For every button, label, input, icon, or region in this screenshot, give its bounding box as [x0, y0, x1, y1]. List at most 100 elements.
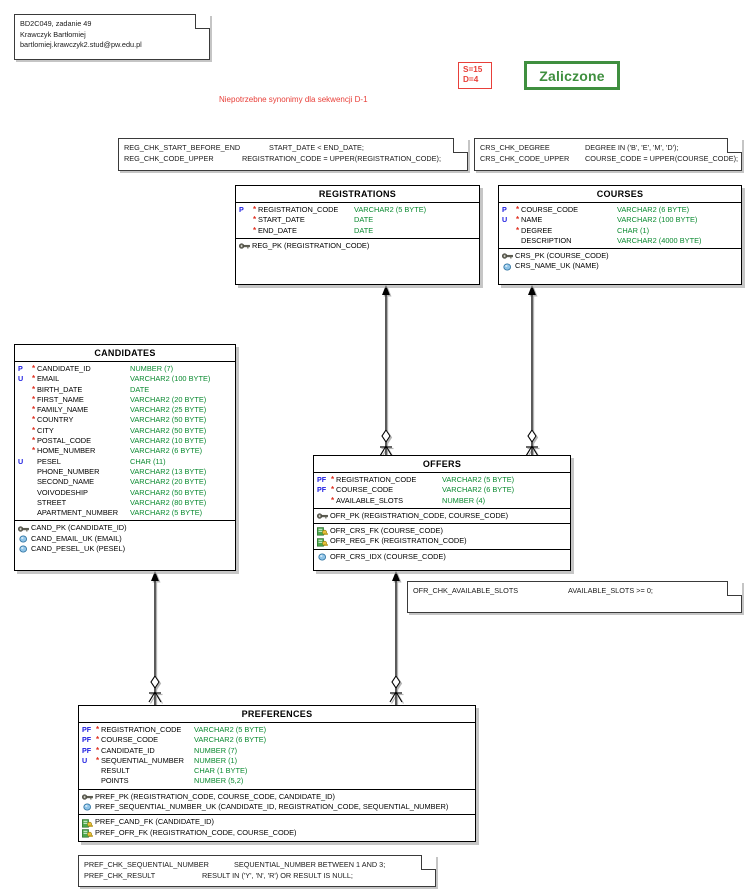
key-label: CRS_PK (COURSE_CODE)	[515, 251, 609, 261]
key-row: OFR_REG_FK (REGISTRATION_CODE)	[314, 536, 570, 547]
attribute-datatype: VARCHAR2 (50 BYTE)	[130, 425, 207, 435]
attribute-name: START_DATE	[258, 215, 305, 225]
attribute-name: REGISTRATION_CODE	[336, 475, 417, 484]
key-row: OFR_CRS_IDX (COURSE_CODE)	[314, 552, 570, 562]
key-row: CAND_EMAIL_UK (EMAIL)	[15, 534, 235, 544]
pk-icon	[317, 512, 328, 520]
key-row: PREF_PK (REGISTRATION_CODE, COURSE_CODE,…	[79, 792, 475, 802]
constraint-name: PREF_CHK_SEQUENTIAL_NUMBER	[84, 860, 209, 869]
attribute-name: EMAIL	[37, 374, 60, 384]
attribute-name: FIRST_NAME	[37, 394, 84, 404]
attribute-key-marker: PF	[317, 485, 327, 495]
attribute-name: COURSE_CODE	[336, 485, 394, 495]
attribute-mandatory-marker: *	[95, 725, 100, 734]
header-note: BD2C049, zadanie 49 Krawczyk Bartłomiej …	[14, 13, 210, 60]
index-section: OFR_CRS_IDX (COURSE_CODE)	[314, 550, 570, 564]
attribute-name: RESULT	[101, 766, 130, 776]
attribute-name: DESCRIPTION	[521, 235, 572, 245]
attribute-datatype: VARCHAR2 (100 BYTE)	[130, 374, 211, 384]
header-note-line: BD2C049, zadanie 49	[20, 19, 92, 28]
attribute-mandatory-marker: *	[31, 415, 36, 425]
key-row: OFR_PK (REGISTRATION_CODE, COURSE_CODE)	[314, 511, 570, 521]
attribute-name: POSTAL_CODE	[37, 436, 92, 446]
attribute-key-marker: PF	[82, 735, 92, 745]
key-section: CAND_PK (CANDIDATE_ID)CAND_EMAIL_UK (EMA…	[15, 521, 235, 556]
attribute-mandatory-marker: *	[95, 755, 100, 765]
attribute-datatype: VARCHAR2 (25 BYTE)	[130, 405, 207, 415]
attribute-datatype: DATE	[130, 384, 150, 394]
attribute-name: SEQUENTIAL_NUMBER	[101, 755, 184, 765]
attribute-datatype: VARCHAR2 (6 BYTE)	[194, 735, 267, 745]
attribute-key-marker: P	[18, 364, 23, 373]
attribute-datatype: VARCHAR2 (20 BYTE)	[130, 477, 207, 487]
constraint-expr: AVAILABLE_SLOTS >= 0;	[568, 586, 653, 595]
attribute-name: CANDIDATE_ID	[101, 745, 155, 755]
check-constraint-row: OFR_CHK_AVAILABLE_SLOTS AVAILABLE_SLOTS >…	[413, 586, 736, 597]
entity-title: CANDIDATES	[15, 345, 235, 362]
note-fold-corner	[421, 854, 436, 870]
attribute-datatype: NUMBER (1)	[194, 755, 238, 765]
key-row: CRS_NAME_UK (NAME)	[499, 261, 741, 271]
attribute-name: COURSE_CODE	[521, 205, 579, 214]
constraint-expr: RESULT IN ('Y', 'N', 'R') OR RESULT IS N…	[202, 870, 353, 880]
attribute-key-marker: U	[502, 215, 508, 225]
attribute-name: APARTMENT_NUMBER	[37, 508, 119, 518]
note-fold-corner	[727, 137, 742, 153]
fk-icon	[317, 537, 328, 547]
key-label: PREF_PK (REGISTRATION_CODE, COURSE_CODE,…	[95, 791, 335, 801]
constraint-name: OFR_CHK_AVAILABLE_SLOTS	[413, 586, 519, 595]
attribute-datatype: VARCHAR2 (50 BYTE)	[130, 487, 207, 497]
attribute-name: POINTS	[101, 776, 129, 786]
attribute-key-marker: PF	[317, 475, 327, 484]
key-row: CRS_PK (COURSE_CODE)	[499, 251, 741, 261]
attribute-datatype: VARCHAR2 (13 BYTE)	[130, 466, 207, 476]
key-section: PREF_PK (REGISTRATION_CODE, COURSE_CODE,…	[79, 790, 475, 816]
attribute-name: AVAILABLE_SLOTS	[336, 495, 404, 505]
attribute-row: APARTMENT_NUMBER VARCHAR2 (5 BYTE)	[15, 508, 235, 518]
attribute-name: DEGREE	[521, 225, 553, 235]
attribute-name: PESEL	[37, 456, 61, 466]
attribute-datatype: CHAR (11)	[130, 456, 166, 466]
attribute-datatype: VARCHAR2 (6 BYTE)	[130, 446, 203, 456]
key-label: OFR_REG_FK (REGISTRATION_CODE)	[330, 536, 467, 546]
attribute-row: POINTS NUMBER (5,2)	[79, 776, 475, 786]
attribute-name: SECOND_NAME	[37, 477, 95, 487]
pk-icon	[239, 242, 250, 250]
entity-title: COURSES	[499, 186, 741, 203]
key-row: REG_PK (REGISTRATION_CODE)	[236, 241, 479, 251]
entity-title: REGISTRATIONS	[236, 186, 479, 203]
attribute-datatype: VARCHAR2 (5 BYTE)	[130, 508, 203, 518]
uk-icon	[82, 803, 92, 811]
offers-check-note: OFR_CHK_AVAILABLE_SLOTS AVAILABLE_SLOTS >…	[407, 580, 742, 613]
key-label: CAND_EMAIL_UK (EMAIL)	[31, 533, 122, 543]
constraint-name: REG_CHK_CODE_UPPER	[124, 153, 214, 163]
attribute-datatype: NUMBER (5,2)	[194, 776, 244, 786]
header-note-line: Krawczyk Bartłomiej	[20, 29, 86, 39]
note-fold-corner	[453, 137, 468, 153]
attribute-key-marker: PF	[82, 745, 92, 755]
pk-icon	[502, 252, 513, 260]
attribute-name: PHONE_NUMBER	[37, 466, 100, 476]
key-label: PREF_CAND_FK (CANDIDATE_ID)	[95, 817, 214, 827]
attribute-name: CITY	[37, 425, 54, 435]
